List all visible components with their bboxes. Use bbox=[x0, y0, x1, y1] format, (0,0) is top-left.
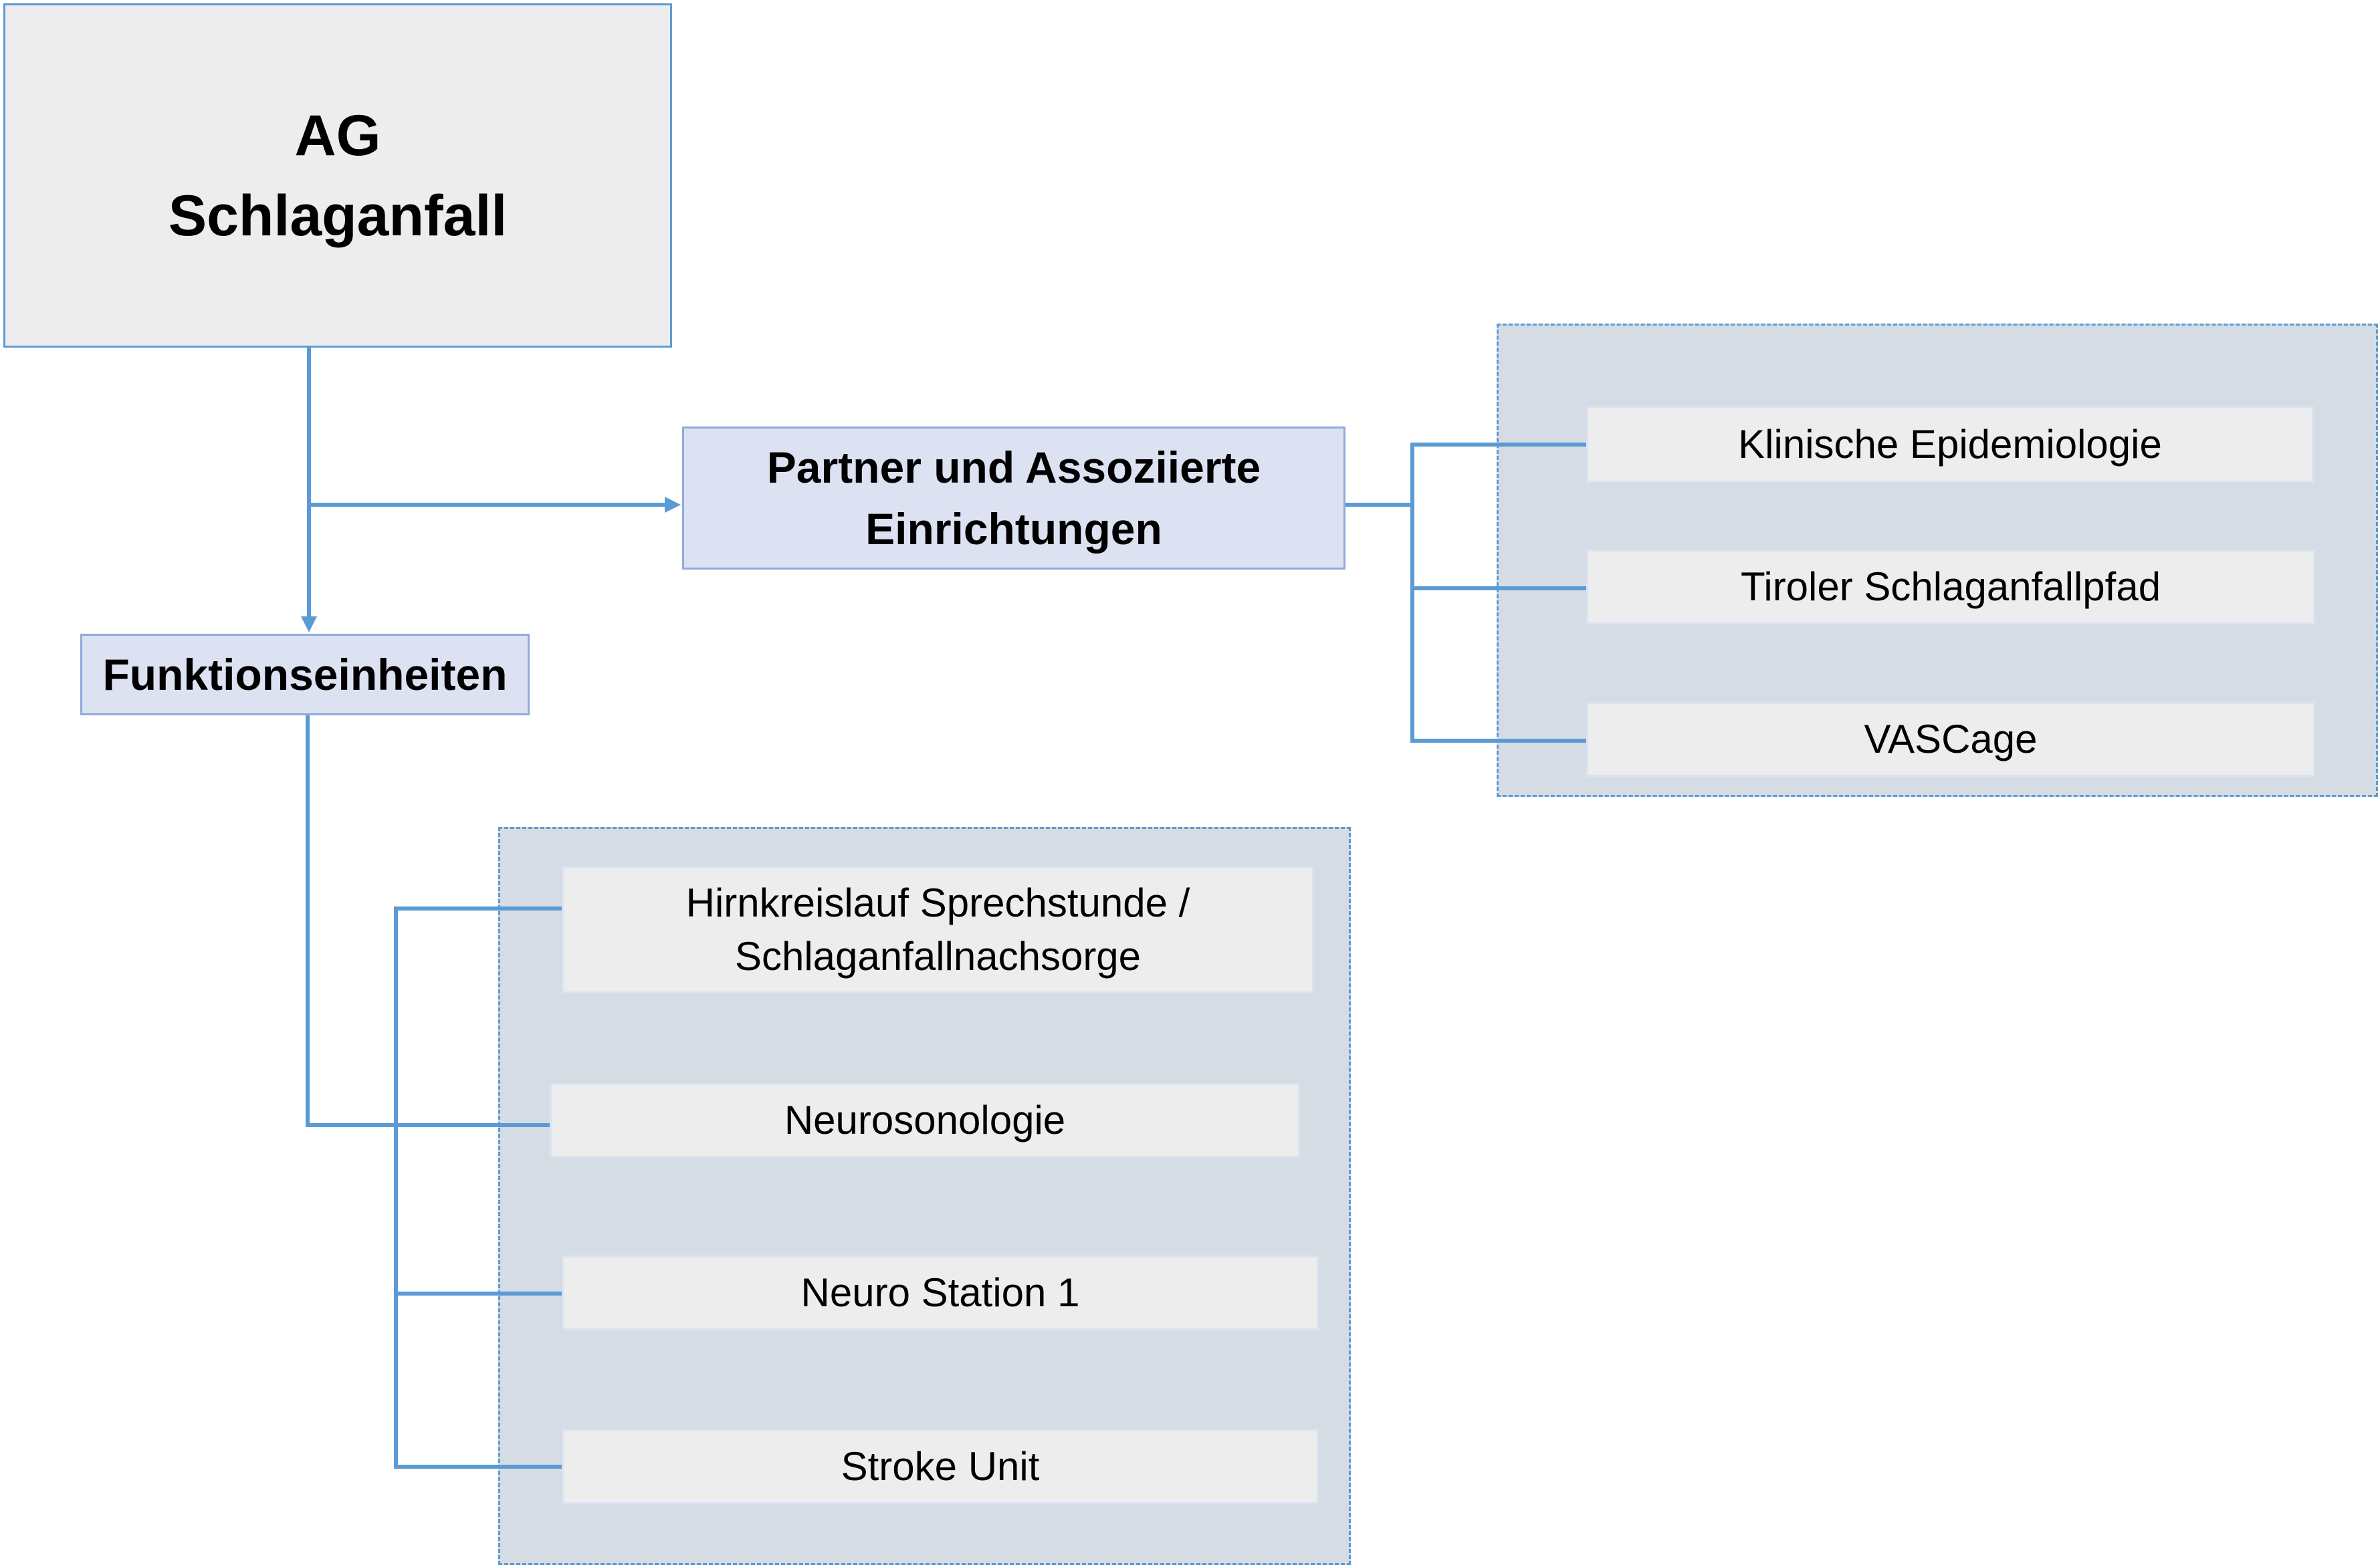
funktion-item-label-line-2: Schlaganfallnachsorge bbox=[734, 934, 1142, 979]
root-node-ag-schlaganfall: AG Schlaganfall bbox=[3, 3, 672, 348]
partner-title-line-2: Einrichtungen bbox=[865, 504, 1162, 554]
partner-item-label: Klinische Epidemiologie bbox=[1738, 421, 2162, 467]
funktion-item-label: Neurosonologie bbox=[784, 1098, 1066, 1142]
partner-item-vascage: VASCage bbox=[1586, 702, 2315, 777]
funktion-item-hirnkreislauf-sprechstunde: Hirnkreislauf Sprechstunde / Schlaganfal… bbox=[562, 866, 1314, 993]
funktion-item-label-line-1: Hirnkreislauf Sprechstunde / bbox=[685, 880, 1190, 925]
partner-item-label: Tiroler Schlaganfallpfad bbox=[1740, 564, 2161, 609]
partner-item-label: VASCage bbox=[1864, 717, 2038, 761]
partner-item-klinische-epidemiologie: Klinische Epidemiologie bbox=[1586, 406, 2314, 483]
root-title-line-1: AG bbox=[294, 103, 381, 168]
partner-header-node: Partner und Assoziierte Einrichtungen bbox=[682, 427, 1345, 570]
funktion-item-neuro-station-1: Neuro Station 1 bbox=[562, 1255, 1319, 1330]
funktion-item-label: Stroke Unit bbox=[841, 1444, 1040, 1489]
funktion-item-neurosonologie: Neurosonologie bbox=[550, 1083, 1300, 1158]
funktion-item-label: Neuro Station 1 bbox=[800, 1270, 1080, 1315]
partner-item-tiroler-schlaganfallpfad: Tiroler Schlaganfallpfad bbox=[1586, 550, 2315, 624]
arrowhead-partner bbox=[665, 497, 681, 513]
arrowhead-funktion bbox=[301, 616, 317, 632]
root-title-line-2: Schlaganfall bbox=[168, 183, 508, 248]
partner-title-line-1: Partner und Assoziierte bbox=[766, 443, 1261, 492]
funktion-title: Funktionseinheiten bbox=[102, 650, 508, 699]
funktion-item-stroke-unit: Stroke Unit bbox=[562, 1429, 1319, 1504]
funktion-header-node: Funktionseinheiten bbox=[80, 634, 530, 715]
